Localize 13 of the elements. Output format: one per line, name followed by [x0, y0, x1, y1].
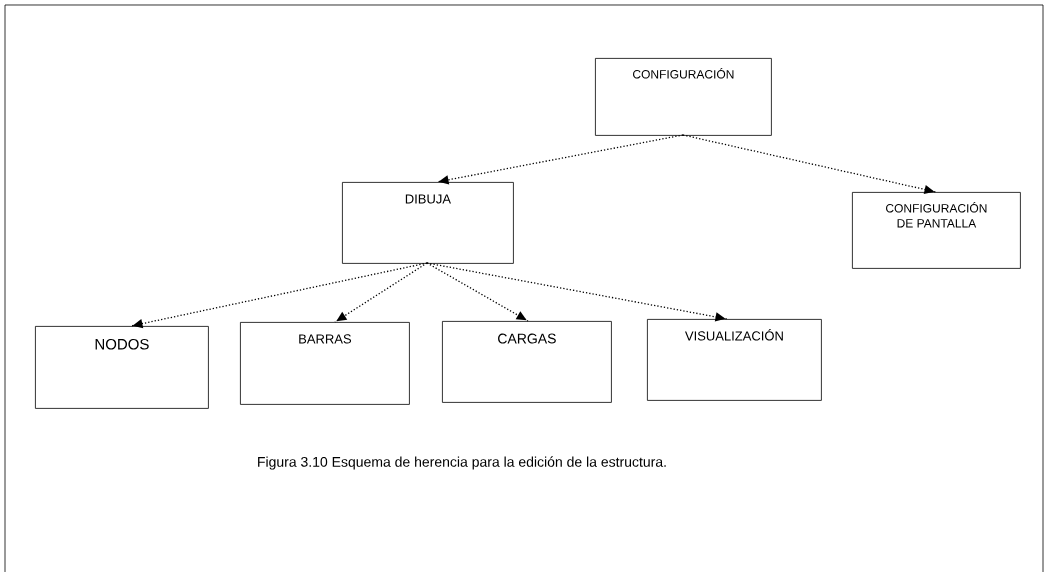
- class-box: DIBUJA: [342, 182, 514, 264]
- class-box: NODOS: [35, 326, 209, 409]
- arrow: [682, 134, 937, 194]
- arrow: [426, 262, 728, 322]
- arrow: [436, 134, 684, 185]
- class-box: CONFIGURACIÓN DE PANTALLA: [852, 192, 1021, 269]
- arrow: [334, 262, 428, 323]
- class-box: CARGAS: [442, 321, 612, 403]
- class-box: VISUALIZACIÓN: [647, 319, 822, 401]
- arrow: [130, 262, 428, 329]
- class-box: CONFIGURACIÓN: [595, 58, 772, 136]
- caption: Figura 3.10 Esquema de herencia para la edición de la estructura.: [258, 456, 666, 470]
- class-box: BARRAS: [240, 322, 410, 405]
